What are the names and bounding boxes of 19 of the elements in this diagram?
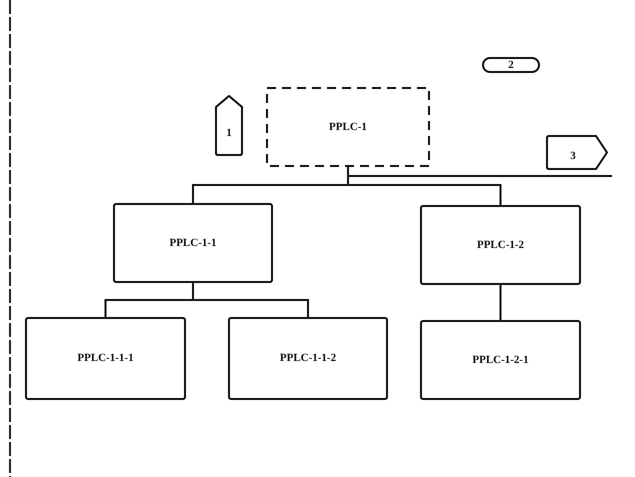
- node-label: PPLC-1-1: [169, 236, 217, 251]
- process-box: [420, 320, 581, 400]
- process-box: [228, 317, 388, 400]
- node-label: PPLC-1-2: [476, 238, 524, 253]
- dashed-box: [266, 87, 430, 167]
- node-label: PPLC-1: [329, 120, 367, 135]
- node-label: PPLC-1-1-1: [77, 351, 134, 366]
- node-label: 1: [226, 126, 232, 142]
- node-label: PPLC-1-2-1: [472, 352, 529, 368]
- node-label: PPLC-1-1-2: [280, 351, 336, 366]
- callout-tag: [215, 95, 243, 156]
- process-box: [113, 203, 273, 283]
- node-label: 2: [508, 58, 514, 73]
- process-box: [25, 317, 186, 400]
- callout-tag: [546, 135, 608, 170]
- node-label: 3: [570, 149, 576, 164]
- connector-line: [500, 285, 502, 320]
- process-box: [420, 205, 581, 285]
- connector-line: [347, 167, 612, 177]
